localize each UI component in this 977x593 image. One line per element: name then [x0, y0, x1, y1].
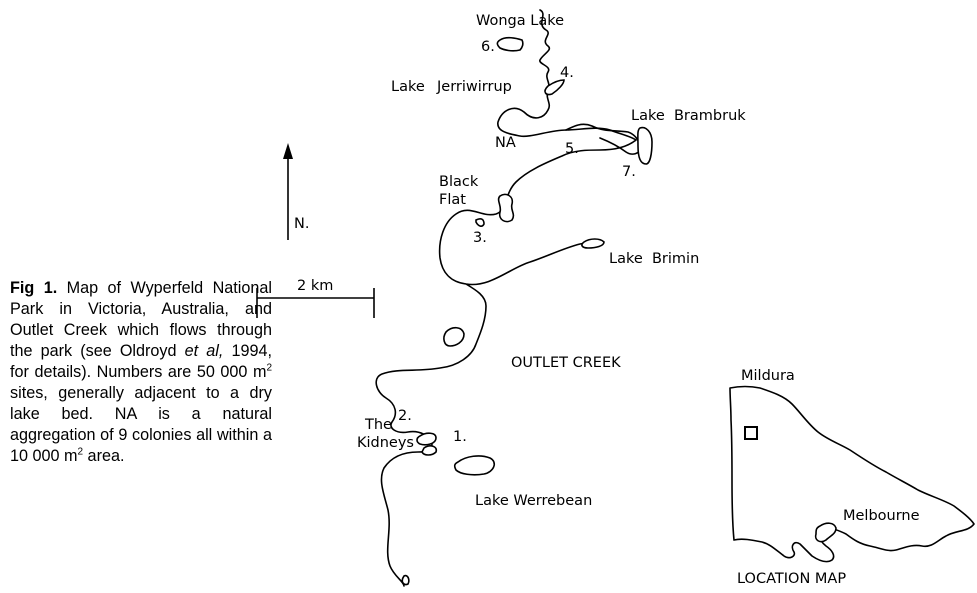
site-6-label: 6.	[481, 39, 495, 55]
lake-brambruk-shape	[637, 126, 653, 165]
lake-jerriwirrup-shape	[544, 79, 565, 96]
wonga-lake-shape	[496, 36, 524, 52]
lake-brimin-shape	[581, 238, 605, 249]
black-flat-shape	[497, 193, 515, 223]
caption-text-4: area.	[83, 447, 125, 465]
inset-label-mildura: Mildura	[741, 368, 795, 384]
label-the-kidneys-word2: Kidneys	[357, 435, 414, 451]
inset-title: LOCATION MAP	[737, 571, 846, 587]
label-na: NA	[495, 135, 516, 151]
arrow-head-icon	[283, 143, 293, 159]
scale-label: 2 km	[297, 278, 333, 294]
lake-werrebean-shape	[453, 455, 496, 476]
inset-label-melbourne: Melbourne	[843, 508, 920, 524]
site-4-label: 4.	[560, 65, 574, 81]
caption-text-3: sites, generally adjacent to a dry lake …	[10, 384, 272, 465]
victoria-outline	[729, 385, 975, 563]
caption-etal: et al,	[184, 342, 224, 360]
scale-bar	[256, 288, 375, 318]
port-phillip-bay-shape	[814, 522, 837, 543]
site-2-label: 2.	[398, 408, 412, 424]
caption-sup-1: 2	[266, 362, 272, 374]
the-kidneys-shape-1	[416, 432, 437, 446]
figure-label: Fig 1.	[10, 279, 58, 297]
creek-end-shape	[401, 574, 410, 586]
label-the-kidneys-word1: The	[364, 417, 392, 433]
site-1-label: 1.	[453, 429, 467, 445]
label-lake-werrebean: Lake Werrebean	[475, 493, 592, 509]
caption-text-2: 1994, for details). Numbers are 50 000 m	[10, 342, 272, 381]
label-black-flat-word2: Flat	[439, 192, 466, 208]
site-3-label: 3.	[473, 230, 487, 246]
creek-lake-shape	[443, 326, 465, 347]
site-5-label: 5.	[565, 141, 579, 157]
site-7-label: 7.	[622, 164, 636, 180]
north-label: N.	[294, 216, 309, 232]
label-lake-brambruk: Lake Brambruk	[631, 108, 746, 124]
label-lake-jerriwirrup-word1: Lake	[391, 79, 425, 95]
label-lake-jerriwirrup-word2: Jerriwirrup	[436, 79, 512, 95]
park-location-marker	[744, 426, 758, 440]
label-black-flat-word1: Black	[439, 174, 479, 190]
the-kidneys-shape-2	[421, 445, 438, 456]
caption-text-1: Map of Wyperfeld National Park in Victor…	[10, 279, 272, 360]
label-lake-brimin: Lake Brimin	[609, 251, 699, 267]
figure-caption: Fig 1. Map of Wyperfeld National Park in…	[10, 278, 272, 467]
label-wonga-lake: Wonga Lake	[476, 13, 564, 29]
north-arrow	[283, 143, 293, 240]
caption-sup-2: 2	[77, 446, 84, 458]
brambruk-branch	[565, 123, 641, 155]
label-outlet-creek: OUTLET CREEK	[511, 355, 621, 371]
site-3-marker	[475, 218, 485, 227]
